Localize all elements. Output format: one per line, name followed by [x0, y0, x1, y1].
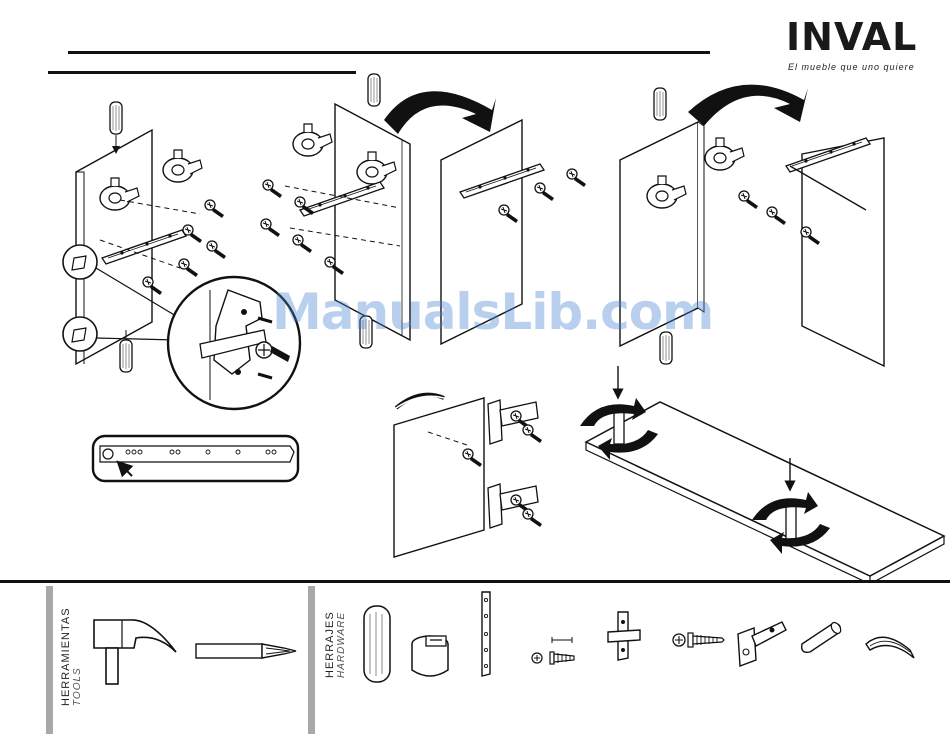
hardware-label-group: HERRAJES HARDWARE	[324, 611, 347, 678]
short-screw-icon	[528, 636, 580, 670]
hammer-icon	[88, 612, 188, 686]
hardware-label: HERRAJES	[324, 611, 336, 678]
tools-bar	[46, 586, 53, 734]
plastic-dowel-icon	[796, 618, 846, 658]
bracket-icon	[604, 610, 644, 662]
tools-label: HERRAMIENTAS	[60, 607, 72, 706]
hardware-label-en: HARDWARE	[336, 611, 347, 678]
long-screw-icon	[670, 628, 726, 652]
wood-dowel-icon	[356, 604, 396, 686]
tools-label-en: TOOLS	[72, 607, 83, 706]
screwdriver-icon	[194, 636, 298, 666]
hardware-bar	[308, 586, 315, 734]
cam-lock-icon	[408, 630, 458, 682]
hinge-icon	[734, 614, 788, 670]
watermark: ManualsLib.com	[272, 283, 713, 341]
drawer-rail-icon	[474, 590, 498, 678]
tools-label-group: HERRAMIENTAS TOOLS	[60, 607, 83, 706]
footer-rule	[0, 580, 950, 583]
handle-icon	[864, 630, 916, 664]
